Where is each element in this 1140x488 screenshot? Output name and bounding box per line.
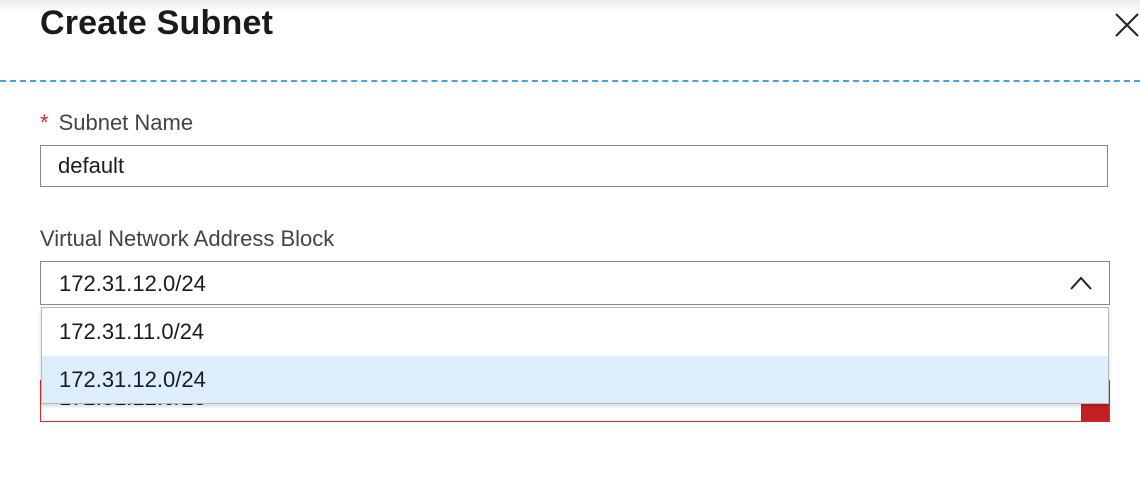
chevron-up-icon[interactable] [1069, 274, 1093, 292]
subnet-name-label-text: Subnet Name [58, 110, 194, 135]
header-divider [0, 80, 1140, 82]
close-icon[interactable] [1112, 10, 1140, 40]
page-title: Create Subnet [40, 4, 274, 42]
subnet-name-label: * Subnet Name [40, 110, 193, 136]
close-button[interactable] [1112, 10, 1140, 40]
subnet-name-input[interactable] [40, 145, 1108, 187]
dropdown-option-selected[interactable]: 172.31.12.0/24 [42, 356, 1108, 403]
panel-header [0, 0, 1140, 80]
address-block-select[interactable]: 172.31.12.0/24 [40, 261, 1110, 305]
dropdown-option[interactable]: 172.31.11.0/24 [59, 319, 205, 344]
address-block-label: Virtual Network Address Block [40, 226, 335, 251]
address-block-selected-value: 172.31.12.0/24 [59, 271, 206, 296]
address-block-dropdown: 172.31.11.0/24 172.31.12.0/24 [41, 307, 1109, 404]
required-marker: * [40, 110, 49, 135]
